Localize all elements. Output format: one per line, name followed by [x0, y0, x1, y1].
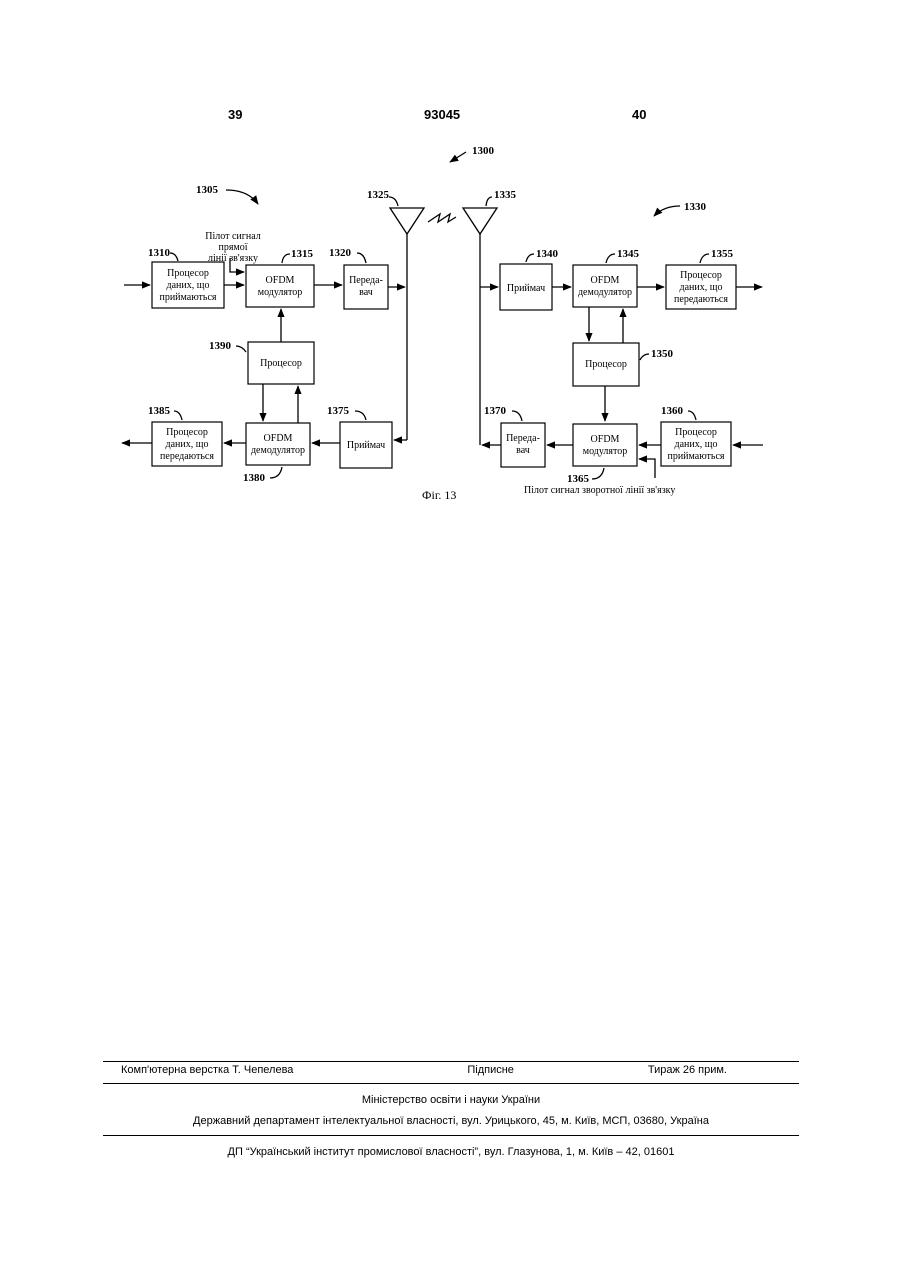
- block-1310: Процесор даних, що приймаються: [152, 262, 224, 308]
- block-1375: Приймач: [340, 422, 392, 468]
- block-1345: OFDM демодулятор: [573, 265, 637, 307]
- block-1350: Процесор: [573, 343, 639, 386]
- label-1300: 1300: [472, 145, 495, 157]
- svg-text:OFDM: OFDM: [591, 434, 620, 445]
- pilot-forward-label: Пілот сигнал: [205, 231, 261, 242]
- block-1320: Переда- вач: [344, 265, 388, 309]
- wireless-link-icon: [428, 214, 456, 222]
- svg-text:приймаються: приймаються: [159, 292, 216, 303]
- label-1365: 1365: [567, 473, 590, 485]
- ofdm-system-diagram: 1300 1305 1330 1325 1335 Процесор даних,…: [0, 0, 901, 520]
- svg-text:вач: вач: [359, 287, 373, 298]
- label-1370: 1370: [484, 405, 507, 417]
- footer-department: Державний департамент інтелектуальної вл…: [103, 1115, 799, 1127]
- label-1390: 1390: [209, 340, 232, 352]
- svg-text:Процесор: Процесор: [585, 359, 627, 370]
- block-1385: Процесор даних, що передаються: [152, 422, 222, 466]
- block-1390: Процесор: [248, 342, 314, 384]
- svg-text:даних, що: даних, що: [675, 439, 718, 450]
- pilot-reverse-label: Пілот сигнал зворотної лінії зв'язку: [524, 485, 675, 496]
- label-1310: 1310: [148, 247, 171, 259]
- label-1350: 1350: [651, 348, 674, 360]
- svg-text:даних, що: даних, що: [166, 439, 209, 450]
- svg-text:Приймач: Приймач: [347, 440, 385, 451]
- block-1360: Процесор даних, що приймаються: [661, 422, 731, 466]
- svg-text:OFDM: OFDM: [264, 433, 293, 444]
- block-1315: OFDM модулятор: [246, 265, 314, 307]
- figure-caption: Фіг. 13: [422, 488, 456, 502]
- label-1305: 1305: [196, 184, 219, 196]
- svg-text:вач: вач: [516, 445, 530, 456]
- svg-text:передаються: передаються: [674, 294, 728, 305]
- block-1365: OFDM модулятор: [573, 424, 637, 466]
- label-1380: 1380: [243, 472, 266, 484]
- block-1370: Переда- вач: [501, 423, 545, 467]
- svg-text:Процесор: Процесор: [675, 427, 717, 438]
- footer-ministry: Міністерство освіти і науки України: [103, 1094, 799, 1106]
- label-1320: 1320: [329, 247, 352, 259]
- svg-text:демодулятор: демодулятор: [578, 287, 632, 298]
- svg-text:OFDM: OFDM: [591, 275, 620, 286]
- block-1355: Процесор даних, що передаються: [666, 265, 736, 309]
- svg-text:Процесор: Процесор: [166, 427, 208, 438]
- footer-circulation: Тираж 26 прим.: [648, 1064, 799, 1076]
- label-1325: 1325: [367, 189, 390, 201]
- label-1375: 1375: [327, 405, 350, 417]
- svg-text:демодулятор: демодулятор: [251, 445, 305, 456]
- svg-text:модулятор: модулятор: [583, 446, 628, 457]
- svg-text:передаються: передаються: [160, 451, 214, 462]
- svg-text:Переда-: Переда-: [349, 275, 383, 286]
- svg-text:даних, що: даних, що: [167, 280, 210, 291]
- label-1330: 1330: [684, 201, 707, 213]
- footer-signed: Підписне: [427, 1064, 514, 1076]
- svg-text:Переда-: Переда-: [506, 433, 540, 444]
- svg-text:приймаються: приймаються: [667, 451, 724, 462]
- pilot-forward-label-2: прямої: [218, 242, 247, 253]
- svg-text:OFDM: OFDM: [266, 275, 295, 286]
- footer-institute: ДП “Український інститут промислової вла…: [103, 1146, 799, 1158]
- footer-layout: Комп'ютерна верстка Т. Чепелева: [103, 1064, 293, 1076]
- label-1345: 1345: [617, 248, 640, 260]
- footer-row: Комп'ютерна верстка Т. Чепелева Підписне…: [103, 1064, 799, 1076]
- label-1335: 1335: [494, 189, 517, 201]
- label-1385: 1385: [148, 405, 171, 417]
- svg-text:Процесор: Процесор: [680, 270, 722, 281]
- svg-text:Процесор: Процесор: [260, 358, 302, 369]
- label-1315: 1315: [291, 248, 314, 260]
- footer-rule-mid: [103, 1083, 799, 1084]
- block-1380: OFDM демодулятор: [246, 423, 310, 465]
- label-1340: 1340: [536, 248, 559, 260]
- footer-rule-top: [103, 1061, 799, 1062]
- block-1340: Приймач: [500, 264, 552, 310]
- label-1355: 1355: [711, 248, 734, 260]
- svg-text:даних, що: даних, що: [680, 282, 723, 293]
- svg-text:модулятор: модулятор: [258, 287, 303, 298]
- svg-text:Процесор: Процесор: [167, 268, 209, 279]
- antenna-left-icon: [390, 208, 424, 440]
- label-1360: 1360: [661, 405, 684, 417]
- svg-text:Приймач: Приймач: [507, 283, 545, 294]
- pilot-forward-label-3: лінії зв'язку: [208, 253, 258, 264]
- footer-rule-bottom: [103, 1135, 799, 1136]
